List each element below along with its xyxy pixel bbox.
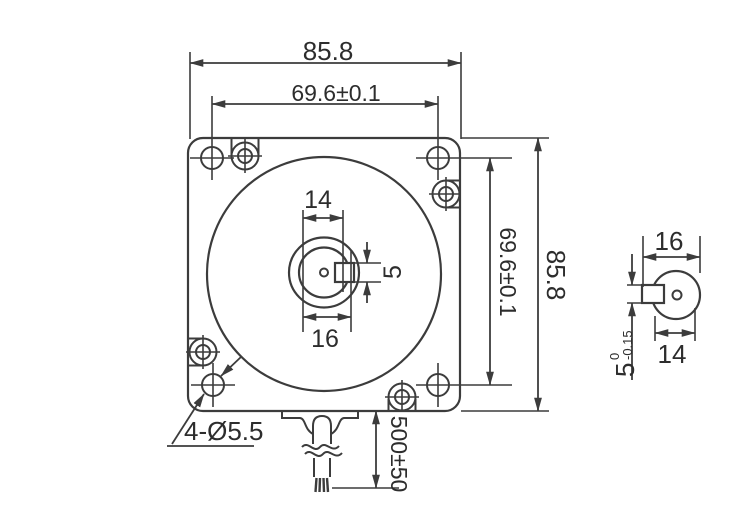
- dim-side-key-tol-upper: 0: [607, 353, 622, 360]
- cable-assembly: [281, 411, 359, 493]
- shaft-center-mark: [319, 267, 329, 278]
- shaft-key-section: [333, 261, 356, 284]
- mounting-holes-label: 4-Ø5.5: [184, 416, 264, 446]
- cable-lip-left: [281, 411, 314, 435]
- cable-boot: [312, 414, 332, 444]
- dim-side-key-label-group: 5 0 -0.15: [607, 330, 640, 377]
- dim-side-boss-label: 16: [655, 226, 684, 256]
- screw-slot-top-right: [429, 177, 461, 211]
- screw-slot-bottom-right: [385, 380, 419, 412]
- holes-leader-arrow-2: [220, 355, 243, 377]
- mounting-hole-bottom-left: [191, 363, 235, 407]
- cable-lip-right: [330, 411, 359, 435]
- cable-break-wave-1: [301, 444, 340, 450]
- boss-outer-circle: [287, 236, 361, 309]
- side-view: 16 14 5 0 -0.15: [607, 226, 702, 380]
- cable-break-wave-2: [304, 451, 343, 457]
- dim-shaft-boss-label: 16: [311, 325, 339, 353]
- cable-jacket: [313, 458, 331, 477]
- dim-cable-length-label: 500±50: [386, 416, 412, 493]
- wire-strands: [314, 477, 330, 493]
- dim-overall-height-label: 85.8: [541, 250, 571, 301]
- dim-shaft-flat-label: 14: [304, 186, 332, 214]
- dim-side-key-label: 5: [610, 363, 640, 377]
- side-key-section: [640, 283, 666, 305]
- dim-key-width-label: 5: [379, 265, 407, 279]
- dim-side-flat-label: 14: [658, 339, 687, 369]
- dim-bolt-spacing-h-label: 69.6±0.1: [291, 80, 380, 106]
- dim-side-key-tol-lower: -0.15: [620, 330, 635, 360]
- holes-leader-line: [171, 393, 205, 445]
- screw-slot-top-left: [228, 139, 262, 173]
- screw-slot-bottom-left: [186, 335, 220, 369]
- flange-outline: [186, 136, 462, 413]
- motor-body-circle: [205, 155, 443, 393]
- front-view-dimensions: 85.8 69.6±0.1 69.6±0.1 85.8 14 16: [167, 36, 571, 492]
- side-center-mark: [671, 289, 683, 301]
- dim-bolt-spacing-v-label: 69.6±0.1: [495, 227, 521, 316]
- dim-overall-width-label: 85.8: [303, 36, 354, 66]
